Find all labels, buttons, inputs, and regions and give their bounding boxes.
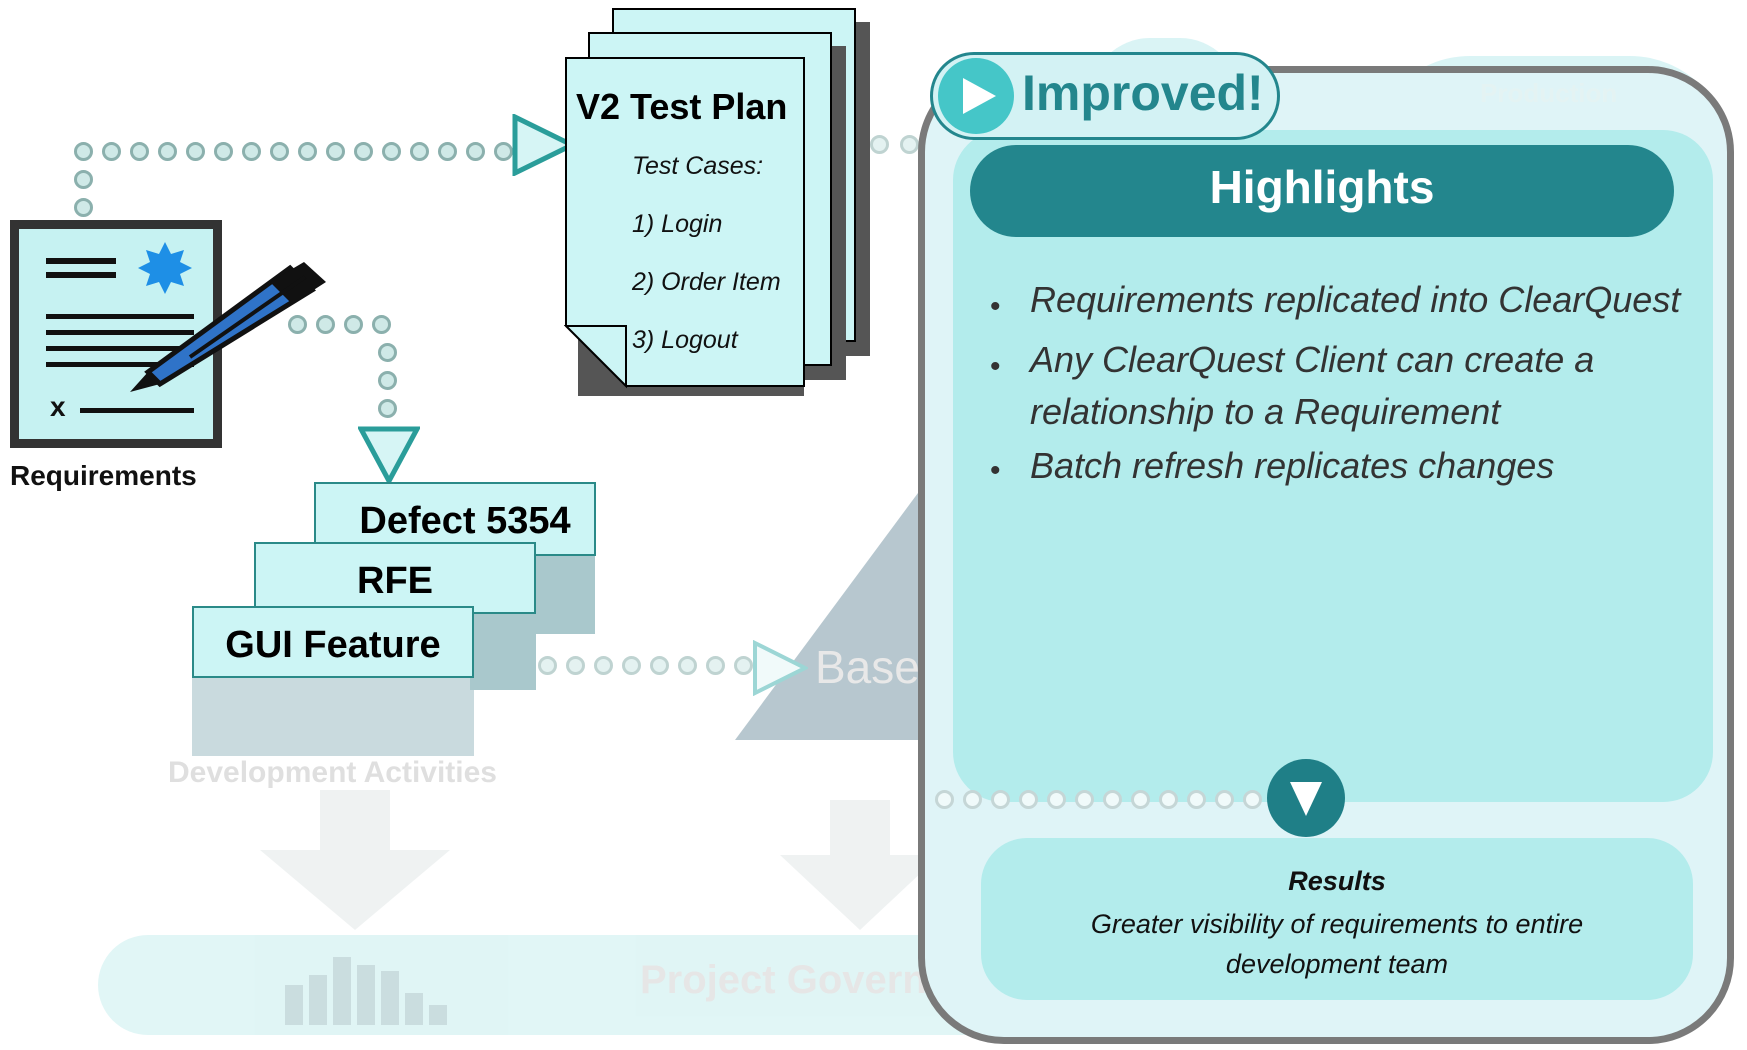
results-box xyxy=(981,838,1693,1000)
pen-icon xyxy=(130,262,326,392)
connector-dot xyxy=(870,135,889,154)
test-plan-subtitle: Test Cases: xyxy=(632,152,764,180)
results-title: Results xyxy=(1288,866,1386,896)
connector-dot xyxy=(734,656,753,675)
results-text: Greater visibility of requirements to en… xyxy=(1090,909,1584,979)
production-label: Production xyxy=(1480,78,1618,108)
test-case-item: 2) Order Item xyxy=(632,268,781,296)
play-icon xyxy=(938,58,1014,134)
svg-text:x: x xyxy=(50,391,66,422)
arrow-head-icon xyxy=(753,640,808,696)
test-plan-page-front xyxy=(564,57,805,396)
down-chevron-icon xyxy=(1267,759,1345,837)
test-case-item: 1) Login xyxy=(632,210,723,238)
connector-dot xyxy=(678,656,697,675)
connector-dot xyxy=(594,656,613,675)
card-gui-feature: GUI Feature xyxy=(192,606,474,678)
test-case-item: 3) Logout xyxy=(632,326,738,354)
arrow-head-icon xyxy=(512,114,576,176)
card-label: Defect 5354 xyxy=(359,500,571,542)
connector-dot xyxy=(538,656,557,675)
requirements-document-icon: x xyxy=(10,220,222,448)
bullet-icon: • xyxy=(990,350,1001,383)
requirements-label: Requirements xyxy=(10,460,197,491)
improved-label: Improved! xyxy=(1022,65,1264,121)
connector-dot xyxy=(622,656,641,675)
highlight-bullet: Any ClearQuest Client can create a relat… xyxy=(1030,339,1595,432)
card-rfe: RFE xyxy=(254,542,536,614)
card-label: RFE xyxy=(357,560,433,602)
connector-dot xyxy=(566,656,585,675)
connector-dot xyxy=(900,135,919,154)
down-arrow-icon xyxy=(780,800,940,930)
bullet-icon: • xyxy=(990,290,1001,323)
test-plan-title: V2 Test Plan xyxy=(576,86,788,127)
down-arrow-icon xyxy=(260,790,450,930)
highlights-title: Highlights xyxy=(1209,161,1435,213)
arrow-head-icon xyxy=(358,426,420,484)
development-activities-label: Development Activities xyxy=(168,756,497,789)
bullet-icon: • xyxy=(990,454,1001,487)
bar-chart-icon xyxy=(285,957,447,1025)
highlight-bullet: Batch refresh replicates changes xyxy=(1030,445,1555,486)
connector-dot xyxy=(706,656,725,675)
highlights-header xyxy=(970,145,1674,237)
development-activities-shadow xyxy=(192,676,474,756)
connector-dot xyxy=(650,656,669,675)
card-label: GUI Feature xyxy=(225,624,441,666)
highlights-panel xyxy=(953,130,1713,802)
highlight-bullet: Requirements replicated into ClearQuest xyxy=(1030,279,1681,320)
